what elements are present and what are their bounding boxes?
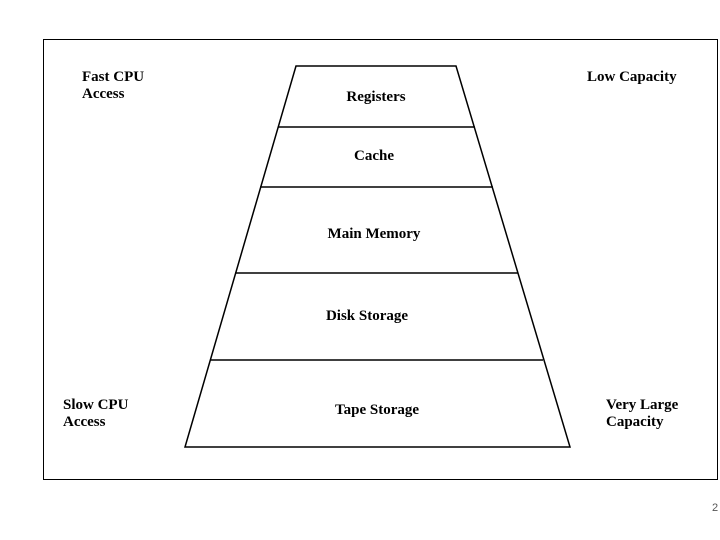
label-line: Access	[63, 414, 106, 430]
label-line: Access	[82, 86, 125, 102]
label-slow-cpu-access: Slow CPU Access	[63, 397, 128, 431]
level-tape-storage: Tape Storage	[335, 402, 419, 418]
level-registers: Registers	[346, 89, 405, 105]
level-disk-storage: Disk Storage	[326, 308, 408, 324]
label-line: Slow CPU	[63, 397, 129, 413]
level-cache: Cache	[354, 148, 394, 164]
diagram-frame	[43, 39, 718, 480]
label-line: Capacity	[606, 414, 664, 430]
pyramid-outline	[184, 65, 572, 448]
label-fast-cpu-access: Fast CPU Access	[82, 69, 144, 103]
label-line: Very Large	[606, 397, 679, 413]
level-main-memory: Main Memory	[328, 226, 421, 242]
label-low-capacity: Low Capacity	[587, 69, 677, 86]
page-number: 2	[712, 502, 719, 514]
label-line: Fast CPU	[82, 69, 145, 85]
label-very-large-capacity: Very Large Capacity	[606, 397, 678, 431]
label-line: Low Capacity	[587, 69, 677, 85]
